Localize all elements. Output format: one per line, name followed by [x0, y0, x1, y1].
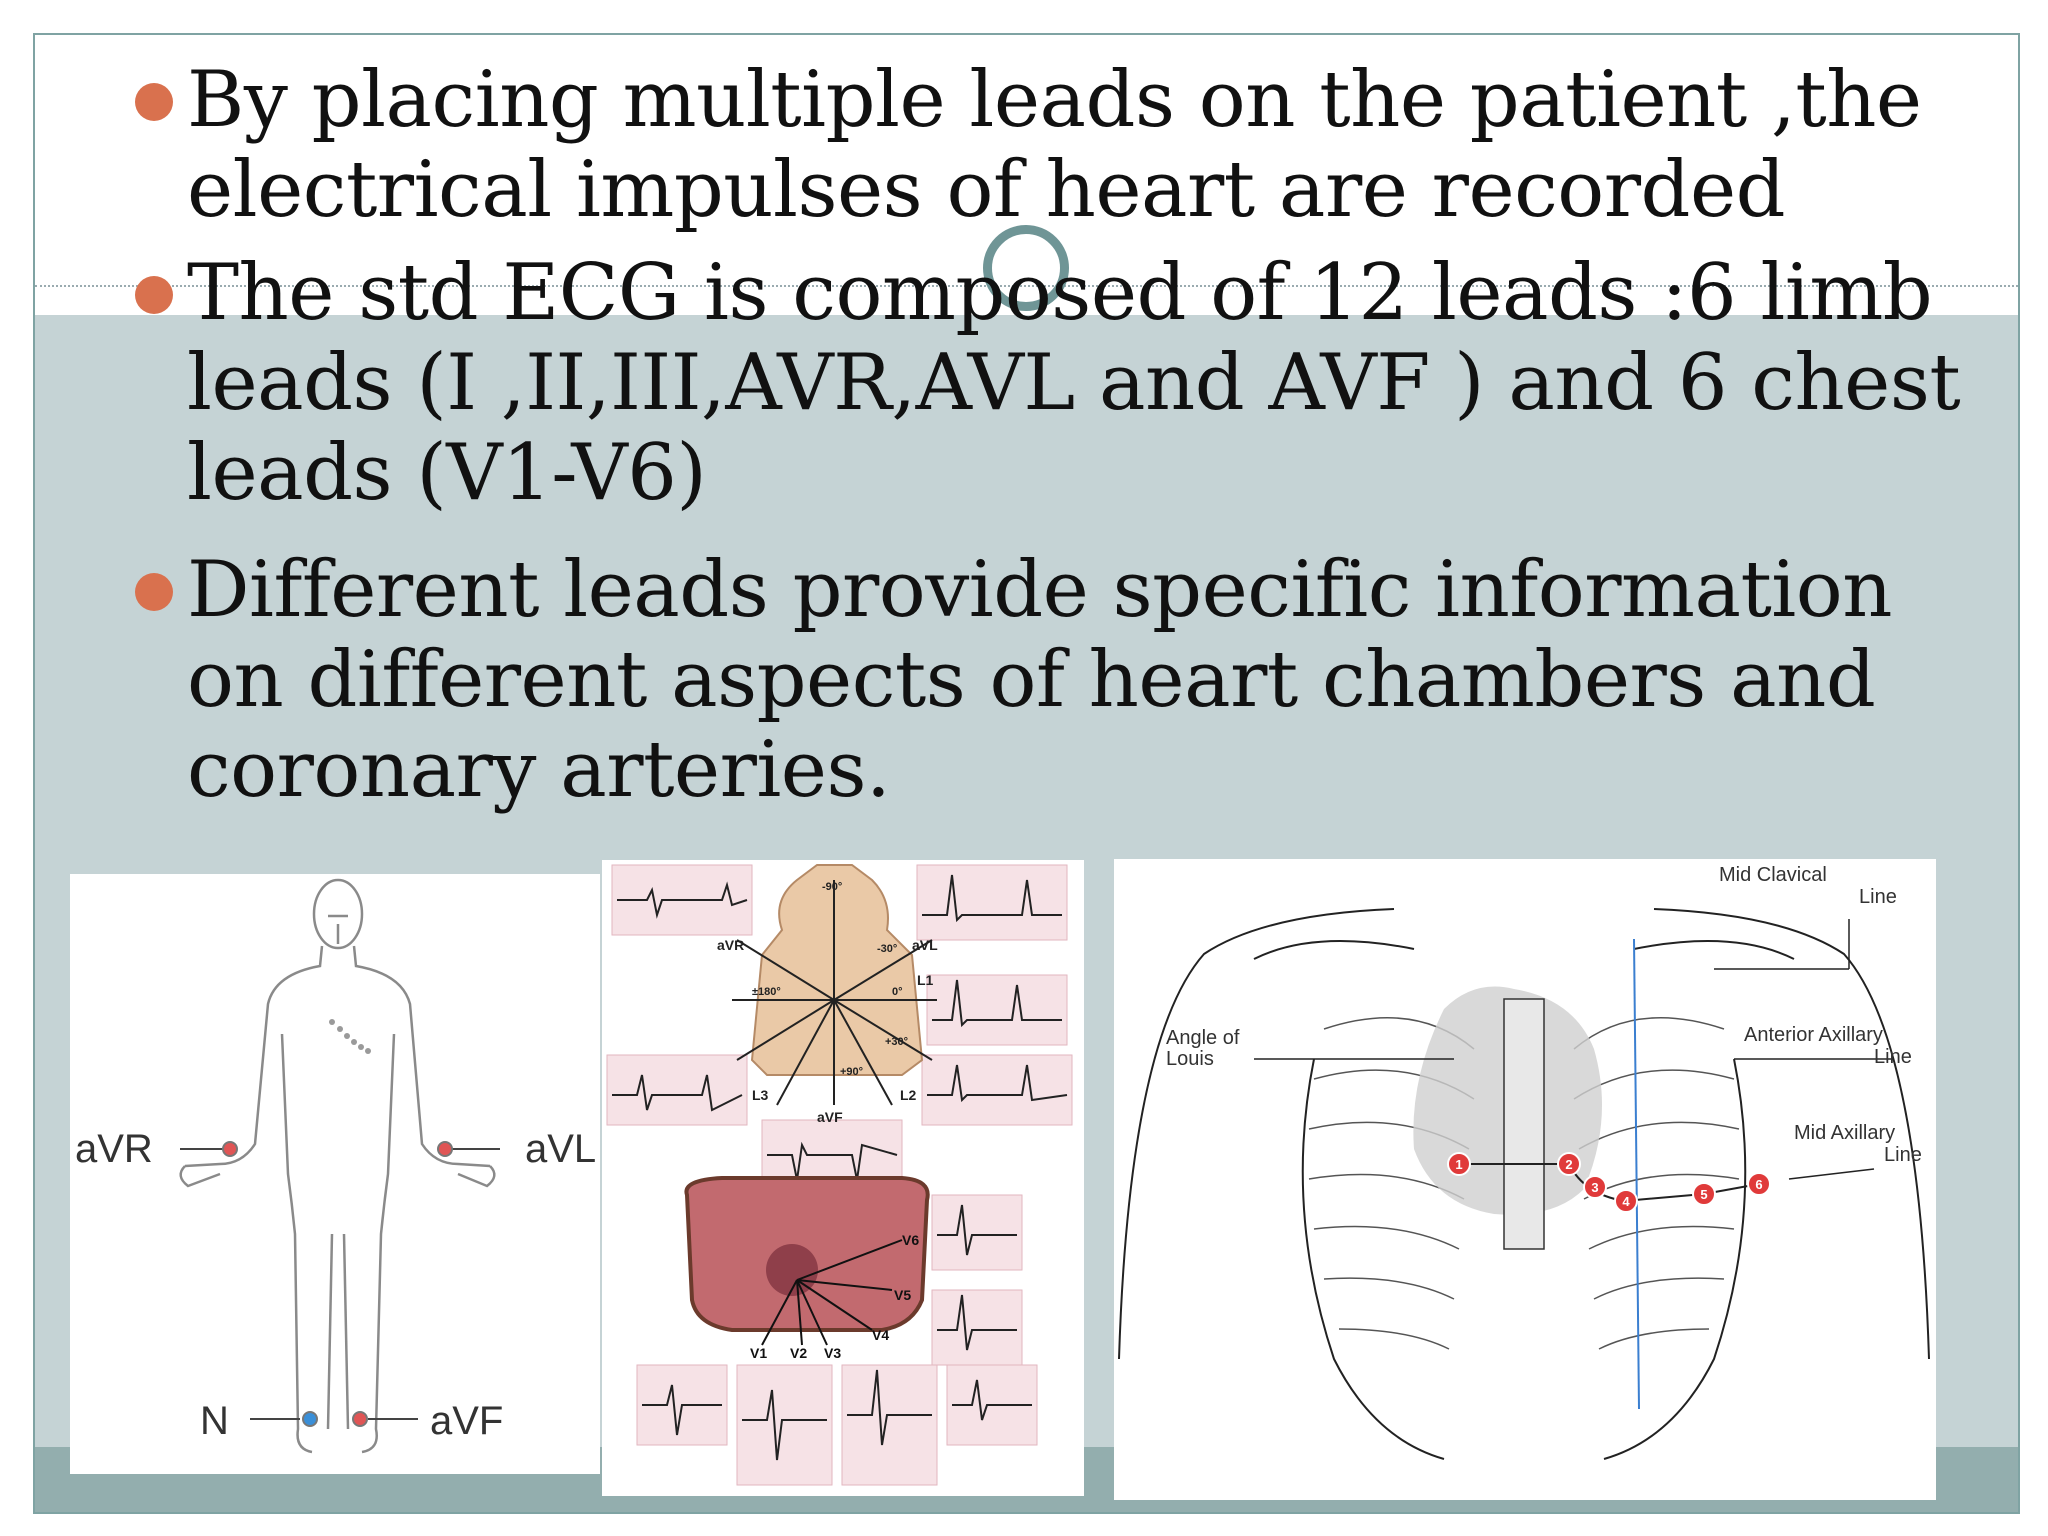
bullet-item: The std ECG is composed of 12 leads :6 l…	[135, 248, 1967, 518]
label-avf: aVF	[430, 1399, 503, 1443]
chest-lead-diagram: 1 2 3 4 5 6 Mid Clavical Line Angle of L…	[1118, 864, 1930, 1460]
label-avr: aVR	[717, 937, 744, 953]
electrode-number: 5	[1700, 1187, 1707, 1202]
electrode-icon	[1747, 1172, 1771, 1196]
lead-axes-diagram: aVR aVL L1 L2 L3 aVF -90° -30° 0° +30° +…	[606, 864, 1073, 1486]
label-v1: V1	[750, 1345, 767, 1361]
mid-clavical-line	[1633, 938, 1640, 1410]
label-louis: Louis	[1166, 1048, 1214, 1070]
label-deg-0: 0°	[892, 986, 903, 998]
label-deg-neg90: -90°	[822, 881, 842, 893]
label-v5: V5	[894, 1287, 911, 1303]
electrode-icon	[1692, 1182, 1716, 1206]
ribcage-outline	[1118, 908, 1930, 1460]
chest-electrode-dots	[329, 1019, 371, 1054]
bullet-dot-icon	[135, 83, 173, 121]
label-n: N	[200, 1399, 229, 1443]
label-v3: V3	[824, 1345, 841, 1361]
label-avl: aVL	[912, 937, 938, 953]
label-anterior-axillary-line: Line	[1874, 1046, 1912, 1068]
bullet-dot-icon	[135, 573, 173, 611]
limb-lead-diagram: aVR aVL N aVF	[75, 878, 596, 1454]
electrode-number: 6	[1755, 1177, 1762, 1192]
label-mid-clavical-line: Line	[1859, 886, 1897, 908]
lead-axes-figure: aVR aVL L1 L2 L3 aVF -90° -30° 0° +30° +…	[602, 860, 1084, 1496]
electrode-number: 3	[1591, 1180, 1598, 1195]
bullet-text: By placing multiple leads on the patient…	[187, 55, 1922, 235]
ecg-traces	[612, 874, 1068, 1461]
chest-electrodes	[1447, 1152, 1771, 1213]
bullet-text: Different leads provide specific informa…	[187, 545, 1892, 815]
decorative-ring	[983, 225, 1069, 311]
label-anterior-axillary: Anterior Axillary	[1744, 1024, 1883, 1046]
label-deg-30: +30°	[885, 1036, 908, 1048]
label-l3: L3	[752, 1087, 769, 1103]
electrode-icon	[302, 1411, 318, 1427]
body-outline	[179, 878, 496, 1454]
electrode-icon	[352, 1411, 368, 1427]
label-deg-180: ±180°	[752, 986, 781, 998]
horizontal-axes	[761, 1239, 903, 1346]
electrode-number: 1	[1455, 1157, 1462, 1172]
electrode-number: 4	[1622, 1194, 1630, 1209]
sternum-icon	[1503, 998, 1545, 1250]
label-l1: L1	[917, 972, 934, 988]
frontal-axis-labels: aVR aVL L1 L2 L3 aVF -90° -30° 0° +30° +…	[717, 881, 938, 1125]
bullet-text: The std ECG is composed of 12 leads :6 l…	[187, 248, 1961, 518]
limb-lead-figure: aVR aVL N aVF	[70, 874, 600, 1474]
label-deg-neg30: -30°	[877, 943, 897, 955]
electrode-numbers: 1 2 3 4 5 6	[1455, 1157, 1762, 1209]
torso-icon	[750, 864, 924, 1076]
label-v6: V6	[902, 1232, 919, 1248]
label-mid-axillary-line: Line	[1884, 1144, 1922, 1166]
placement-labels: Mid Clavical Line Angle of Louis Anterio…	[1166, 864, 1922, 1166]
chest-lead-figure: 1 2 3 4 5 6 Mid Clavical Line Angle of L…	[1114, 859, 1936, 1500]
electrode-icon	[437, 1141, 453, 1157]
slide: By placing multiple leads on the patient…	[33, 33, 2020, 1514]
bullet-dot-icon	[135, 276, 173, 314]
label-leaders	[1254, 919, 1894, 1180]
label-v4: V4	[872, 1327, 889, 1343]
bullet-item: Different leads provide specific informa…	[135, 545, 1967, 815]
ecg-grid-tiles	[606, 864, 1073, 1486]
lead-connectors	[180, 1148, 500, 1420]
frontal-axes	[732, 880, 937, 1106]
label-avr: aVR	[75, 1127, 153, 1171]
electrode-icon	[1583, 1175, 1607, 1199]
label-mid-clavical: Mid Clavical	[1719, 864, 1827, 886]
label-l2: L2	[900, 1087, 917, 1103]
label-avf: aVF	[817, 1109, 843, 1125]
label-mid-axillary: Mid Axillary	[1794, 1122, 1895, 1144]
label-v2: V2	[790, 1345, 807, 1361]
label-avl: aVL	[525, 1127, 596, 1171]
electrode-icon	[1614, 1189, 1638, 1213]
heart-section-icon	[766, 1244, 818, 1296]
bullet-item: By placing multiple leads on the patient…	[135, 55, 1967, 235]
label-deg-90: +90°	[840, 1066, 863, 1078]
horizontal-axis-labels: V1 V2 V3 V4 V5 V6	[750, 1232, 919, 1361]
electrode-icon	[222, 1141, 238, 1157]
label-angle-of: Angle of	[1166, 1027, 1240, 1049]
electrode-icon	[1447, 1152, 1471, 1176]
electrode-number: 2	[1565, 1157, 1572, 1172]
electrode-icon	[1557, 1152, 1581, 1176]
